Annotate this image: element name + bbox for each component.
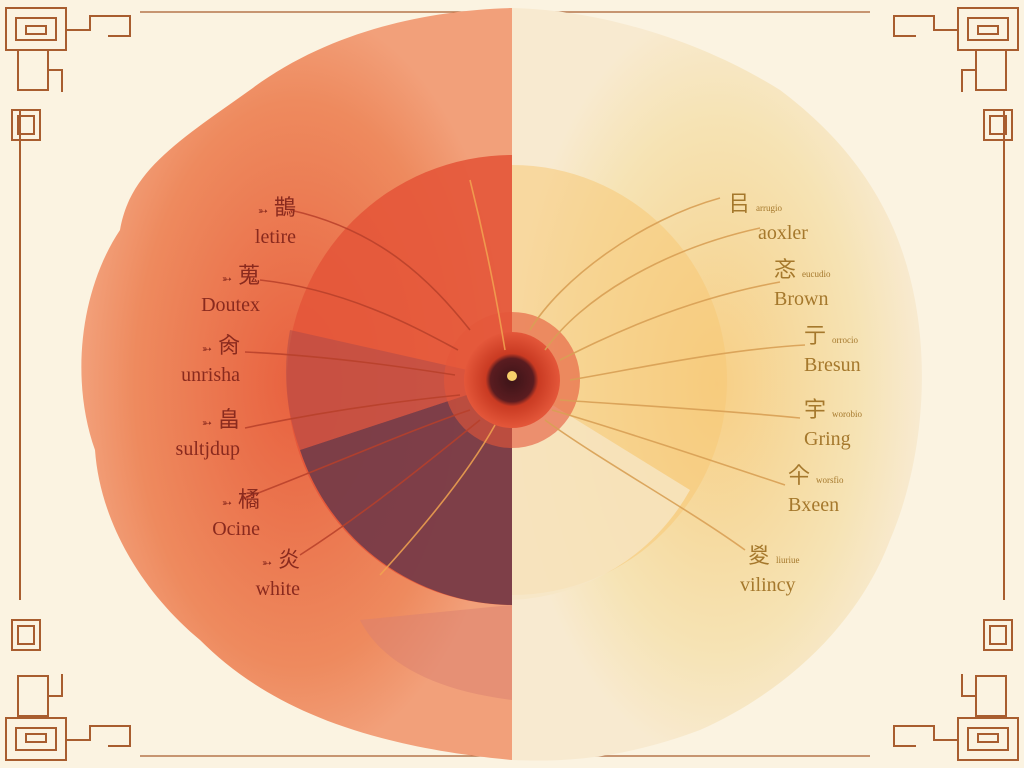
label-glyph: 宇 xyxy=(804,398,827,423)
label-name: Bxeen xyxy=(788,494,840,516)
arrow-icon: ➳ xyxy=(221,496,232,510)
label-glyph: 畠 xyxy=(217,408,240,433)
label-name: vilincy xyxy=(740,574,796,596)
right-label-5: 仐 worsfio Bxeen xyxy=(788,458,844,517)
arrow-icon: ➳ xyxy=(221,272,232,286)
corner-ornament-bottom-right xyxy=(893,674,1019,761)
label-small-text: liuriue xyxy=(776,555,800,565)
left-lower-band xyxy=(360,605,512,700)
corner-ornament-bottom-left xyxy=(5,674,131,761)
label-name: aoxler xyxy=(758,222,808,244)
right-label-2: 忞 eucudio Brown xyxy=(774,252,831,311)
right-pale-sector xyxy=(512,380,690,600)
label-name: Ocine xyxy=(212,518,260,540)
center-node xyxy=(444,312,580,448)
label-glyph: 忞 xyxy=(774,258,797,283)
label-glyph: 仐 xyxy=(788,464,811,489)
label-name: Bresun xyxy=(804,354,861,376)
label-name: Gring xyxy=(804,428,851,450)
label-name: unrisha xyxy=(181,364,240,386)
label-name: white xyxy=(255,578,300,600)
label-small-text: eucudio xyxy=(802,269,831,279)
label-small-text: worsfio xyxy=(816,475,844,485)
arrow-icon: ➳ xyxy=(257,204,268,218)
decorative-border xyxy=(5,7,1019,761)
label-name: Doutex xyxy=(201,294,260,316)
right-hemisphere xyxy=(512,8,922,761)
label-glyph: 亍 xyxy=(804,324,827,349)
label-name: letire xyxy=(254,226,296,248)
label-glyph: 㚇 xyxy=(748,544,771,569)
corner-ornament-top-left xyxy=(5,7,131,92)
label-small-text: arrugio xyxy=(756,203,783,213)
left-hemisphere xyxy=(81,8,512,760)
left-label-3: ➳ 肏 unrisha xyxy=(140,328,240,387)
label-small-text: worobio xyxy=(832,409,863,419)
left-label-1: ➳ 鵲 letire xyxy=(196,190,296,249)
label-glyph: 㠯 xyxy=(728,192,751,217)
label-glyph: 肏 xyxy=(217,334,240,359)
arrow-icon: ➳ xyxy=(261,556,272,570)
right-label-3: 亍 orrocio Bresun xyxy=(804,318,861,377)
right-label-4: 宇 worobio Gring xyxy=(804,392,862,451)
label-name: Brown xyxy=(774,288,829,310)
right-label-1: 㠯 arrugio aoxler xyxy=(728,186,808,245)
label-small-text: orrocio xyxy=(832,335,859,345)
label-glyph: 蒐 xyxy=(237,264,260,289)
label-glyph: 鵲 xyxy=(273,196,296,221)
arrow-icon: ➳ xyxy=(201,416,212,430)
label-glyph: 橘 xyxy=(237,488,260,513)
side-ornament-right xyxy=(983,109,1013,651)
left-connectors xyxy=(239,179,506,576)
arrow-icon: ➳ xyxy=(201,342,212,356)
right-connectors xyxy=(529,197,806,551)
right-label-6: 㚇 liuriue vilincy xyxy=(740,538,800,597)
label-name: sultjdup xyxy=(175,438,240,460)
side-ornament-left xyxy=(11,109,41,651)
label-glyph: 炎 xyxy=(277,548,300,573)
left-label-2: ➳ 蒐 Doutex xyxy=(150,258,260,317)
left-label-6: ➳ 炎 white xyxy=(210,542,300,601)
left-label-5: ➳ 橘 Ocine xyxy=(160,482,260,541)
left-label-4: ➳ 畠 sultjdup xyxy=(136,402,240,461)
corner-ornament-top-right xyxy=(893,7,1019,92)
